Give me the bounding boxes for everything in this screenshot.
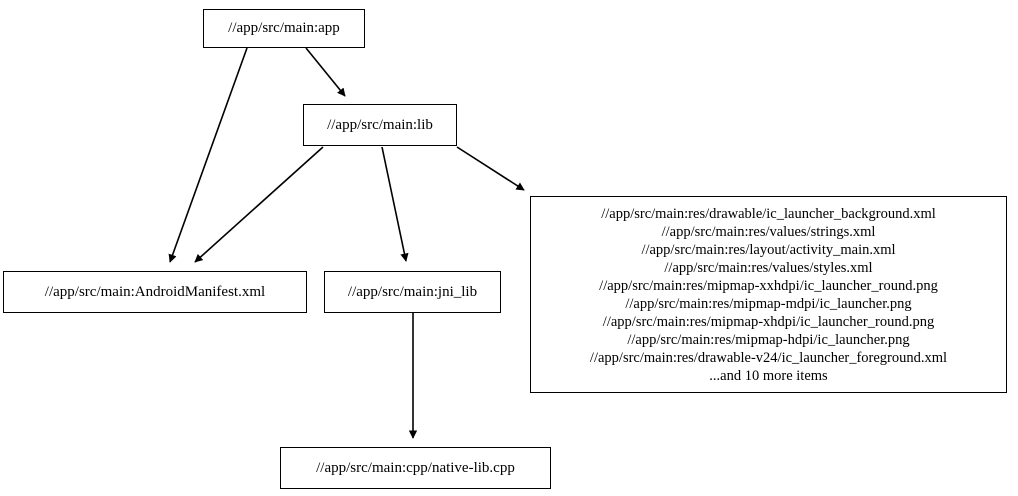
graph-node-resources-label-line: //app/src/main:res/values/styles.xml: [664, 259, 873, 276]
graph-node-androidmanifest-label: //app/src/main:AndroidManifest.xml: [44, 283, 266, 300]
graph-node-lib-label: //app/src/main:lib: [327, 116, 433, 133]
graph-node-resources-label-line: //app/src/main:res/layout/activity_main.…: [641, 241, 896, 258]
graph-node-resources-label-line: //app/src/main:res/mipmap-xxhdpi/ic_laun…: [599, 277, 938, 294]
graph-node-jni-lib-label: //app/src/main:jni_lib: [347, 283, 478, 300]
graph-node-resources-label-line: //app/src/main:res/mipmap-hdpi/ic_launch…: [627, 331, 910, 348]
edge-app-to-androidmanifest: [168, 47, 248, 263]
graph-node-resources-label-line: ...and 10 more items: [709, 367, 828, 384]
graph-node-lib[interactable]: //app/src/main:lib: [303, 104, 457, 146]
graph-node-native-lib-cpp-label: //app/src/main:cpp/native-lib.cpp: [316, 459, 515, 476]
graph-node-resources-label-line: //app/src/main:res/drawable/ic_launcher_…: [601, 205, 936, 222]
graph-node-app[interactable]: //app/src/main:app: [203, 9, 365, 48]
graph-node-androidmanifest[interactable]: //app/src/main:AndroidManifest.xml: [3, 271, 307, 313]
graph-node-resources-label-line: //app/src/main:res/drawable-v24/ic_launc…: [589, 349, 948, 366]
graph-node-resources[interactable]: //app/src/main:res/drawable/ic_launcher_…: [530, 196, 1007, 393]
graph-node-jni-lib[interactable]: //app/src/main:jni_lib: [324, 271, 501, 313]
edge-lib-to-resources: [456, 146, 525, 191]
graph-node-native-lib-cpp[interactable]: //app/src/main:cpp/native-lib.cpp: [280, 447, 551, 489]
graph-node-resources-label: //app/src/main:res/drawable/ic_launcher_…: [537, 205, 1000, 385]
graph-node-resources-label-line: //app/src/main:res/values/strings.xml: [661, 223, 876, 240]
graph-node-app-label: //app/src/main:app: [228, 20, 340, 36]
edge-app-to-lib: [305, 47, 346, 97]
graph-node-resources-label-line: //app/src/main:res/mipmap-mdpi/ic_launch…: [625, 295, 912, 312]
edge-lib-to-jni-lib: [381, 146, 409, 262]
graph-node-resources-label-line: //app/src/main:res/mipmap-xhdpi/ic_launc…: [602, 313, 935, 330]
edge-lib-to-androidmanifest: [194, 146, 324, 263]
